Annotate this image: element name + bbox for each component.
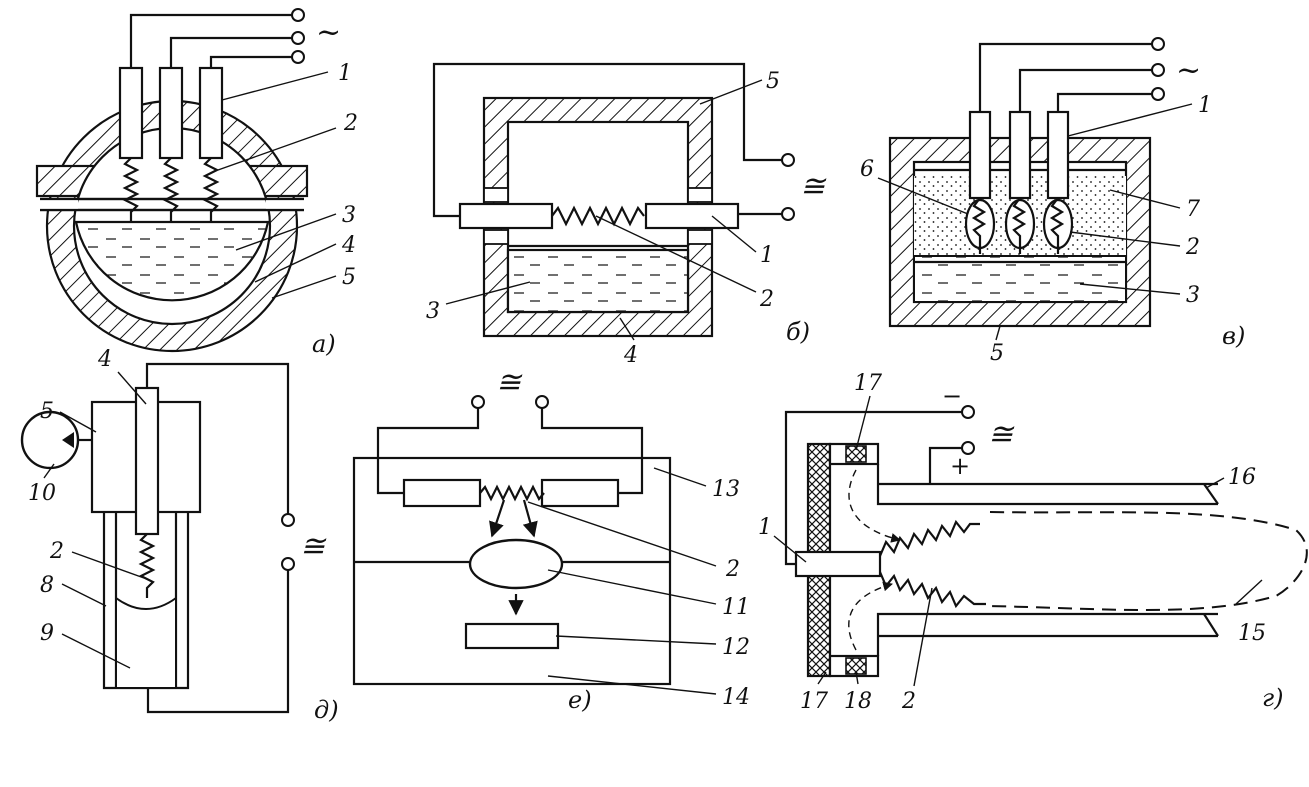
label-d-2: 2 (49, 539, 64, 564)
terminal (781, 153, 795, 167)
panel-e: ≅ 13 2 11 12 14 е) (352, 365, 750, 714)
label-g-16: 16 (1228, 465, 1256, 490)
caption-v: в) (1222, 322, 1245, 350)
label-g-18: 18 (844, 689, 872, 714)
label-d-8: 8 (40, 573, 54, 598)
label-e-12: 12 (722, 635, 750, 660)
electrodes-b (458, 202, 740, 230)
terminal (291, 50, 305, 64)
electrodes-a (118, 66, 224, 222)
ac-symbol: ~ (316, 15, 341, 50)
supply-wiring-g (784, 405, 975, 566)
panel-g: − + ≅ 17 16 1 15 2 17 18 г) (758, 371, 1308, 714)
label-a-4: 4 (341, 233, 356, 258)
label-d-5: 5 (40, 399, 54, 424)
terminal (781, 207, 795, 221)
ac-symbol: ~ (1176, 53, 1201, 88)
terminal (1151, 37, 1165, 51)
leader-lines-e (527, 467, 717, 695)
terminal (291, 8, 305, 22)
terminal (961, 405, 975, 419)
minus-symbol: − (942, 382, 962, 410)
label-g-17-bottom: 17 (800, 689, 828, 714)
label-v-7: 7 (1186, 197, 1200, 222)
label-a-3: 3 (342, 203, 356, 228)
caption-d: д) (314, 696, 339, 724)
label-d-10: 10 (28, 481, 56, 506)
label-d-4: 4 (97, 347, 112, 372)
leader-lines-b (445, 79, 763, 341)
terminal (535, 395, 549, 409)
label-b-1: 1 (760, 243, 774, 268)
terminal (291, 31, 305, 45)
feed-drive-d (20, 410, 92, 470)
acdc-symbol: ≅ (300, 529, 327, 564)
acdc-symbol: ≅ (496, 365, 523, 400)
acdc-symbol: ≅ (988, 417, 1015, 452)
ingot-d (115, 596, 177, 689)
terminal (471, 395, 485, 409)
crucible-e (464, 622, 560, 650)
label-v-2: 2 (1185, 235, 1200, 260)
supply-wiring-v (978, 37, 1165, 112)
droplet-e (468, 538, 564, 616)
melt-bath-v (913, 255, 1127, 303)
gas-flow-g (848, 469, 901, 651)
caption-a: а) (312, 330, 336, 358)
label-b-5: 5 (766, 69, 780, 94)
label-g-15: 15 (1238, 621, 1266, 646)
plus-symbol: + (950, 452, 970, 480)
label-b-2: 2 (759, 287, 774, 312)
label-v-3: 3 (1186, 283, 1200, 308)
panel-a: ~ 1 2 3 4 5 а) (35, 8, 358, 358)
panel-b: ≅ 5 1 2 3 4 б) (426, 62, 827, 368)
label-e-14: 14 (722, 685, 750, 710)
terminal (281, 513, 295, 527)
label-v-1: 1 (1198, 93, 1212, 118)
label-g-2: 2 (901, 689, 916, 714)
label-a-5: 5 (342, 265, 356, 290)
label-v-6: 6 (860, 157, 874, 182)
leader-lines-a (217, 71, 337, 299)
electrode-d (134, 386, 160, 598)
label-b-4: 4 (623, 343, 638, 368)
terminal (1151, 87, 1165, 101)
acdc-symbol: ≅ (800, 169, 827, 204)
label-g-17-top: 17 (854, 371, 882, 396)
terminal (1151, 63, 1165, 77)
melt-bath-a (74, 220, 270, 302)
panel-d: ≅ 4 5 10 2 8 9 д) (20, 347, 339, 724)
caption-b: б) (786, 318, 810, 346)
supply-wiring-d (145, 362, 295, 714)
supply-wiring-a (129, 8, 305, 68)
leader-lines-d (43, 371, 147, 669)
caption-e: е) (568, 686, 592, 714)
supply-wiring-b (432, 62, 795, 221)
electrodes-v (964, 110, 1074, 254)
leader-lines-v (877, 103, 1193, 341)
electrodes-e (402, 478, 620, 538)
panel-v: ~ 1 7 6 2 3 5 в) (860, 37, 1245, 366)
leader-lines-g (773, 395, 1263, 687)
plasma-jet-g (985, 511, 1308, 611)
terminal (281, 557, 295, 571)
caption-g: г) (1262, 684, 1284, 712)
label-a-2: 2 (343, 111, 358, 136)
label-g-1: 1 (758, 515, 772, 540)
supply-wiring-e (376, 395, 644, 495)
label-e-13: 13 (712, 477, 740, 502)
anode-nozzle-g (876, 464, 1219, 656)
label-e-11: 11 (722, 595, 750, 620)
label-a-1: 1 (338, 61, 352, 86)
label-d-9: 9 (40, 621, 54, 646)
label-e-2: 2 (725, 557, 740, 582)
label-b-3: 3 (426, 299, 440, 324)
label-v-5: 5 (990, 341, 1004, 366)
terminal (961, 441, 975, 455)
melt-bath-b (506, 248, 690, 314)
